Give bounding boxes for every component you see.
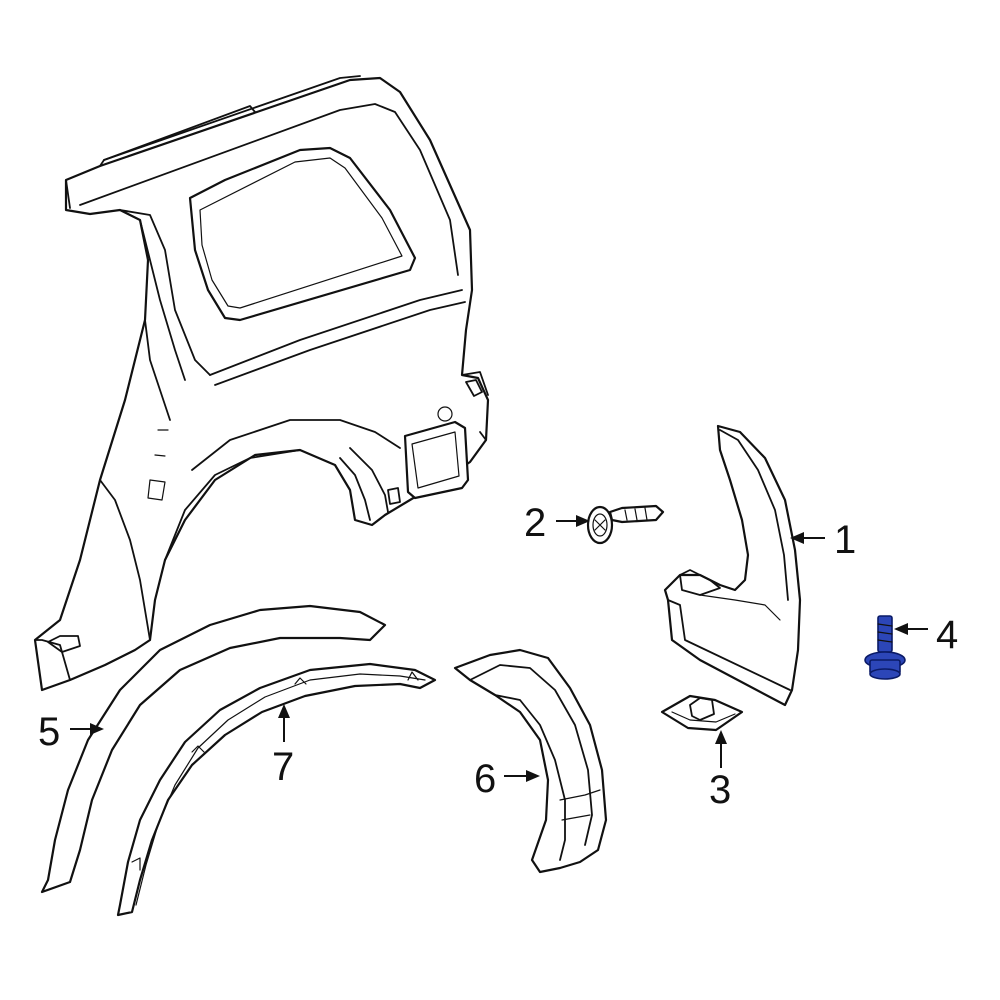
callout-number-3: 3 (709, 768, 731, 812)
quarter-panel-body (33, 75, 490, 692)
callout-number-4: 4 (936, 613, 958, 657)
part-5-wheel-opening-molding (40, 604, 387, 894)
part-6-fender-liner (453, 648, 608, 874)
callout-number-5: 5 (38, 710, 60, 754)
callout-2: 2 (524, 501, 590, 545)
callout-6: 6 (474, 757, 540, 801)
part-4-bolt (864, 615, 906, 680)
part-3-clip (660, 694, 744, 732)
callout-number-2: 2 (524, 501, 546, 545)
callout-number-7: 7 (272, 745, 294, 789)
callout-number-1: 1 (834, 518, 856, 562)
part-2-screw (586, 504, 665, 545)
callout-number-6: 6 (474, 757, 496, 801)
callout-4: 4 (894, 613, 958, 657)
part-7-molding-retainer (116, 662, 437, 917)
callout-3: 3 (709, 730, 731, 812)
callout-7: 7 (272, 704, 294, 789)
part-1-mud-flap (663, 424, 802, 707)
callout-1: 1 (790, 518, 856, 562)
callout-5: 5 (38, 710, 104, 754)
